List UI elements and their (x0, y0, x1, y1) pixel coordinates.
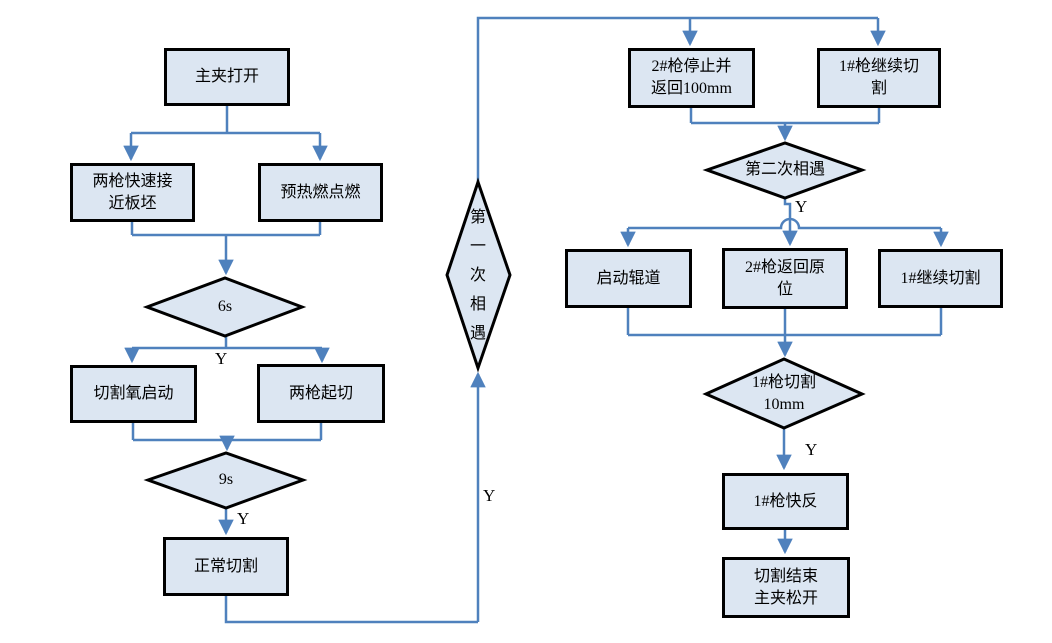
branch-label-yes-6s: Y (215, 349, 228, 368)
node-preheat-flame-ignite: 预热燃点燃 (258, 163, 383, 222)
node-label: 切割结束 主夹松开 (753, 567, 818, 607)
node-gun2-return-origin: 2#枪返回原 位 (722, 248, 848, 309)
node-gun1-continue: 1#继续切割 (878, 249, 1003, 308)
node-label: 1#枪快反 (753, 492, 818, 510)
connector (476, 16, 878, 182)
branch-label-yes-second-meeting: Y (795, 197, 808, 216)
node-guns-approach-slab: 两枪快速接 近板坯 (70, 163, 195, 222)
decision-second-meeting-shape (702, 141, 867, 200)
connector (224, 596, 478, 624)
node-label: 正常切割 (193, 557, 258, 575)
decision-9s-shape (143, 451, 308, 510)
node-label: 两枪快速接 近板坯 (92, 172, 173, 212)
node-normal-cutting: 正常切割 (163, 537, 289, 596)
flow-connectors (123, 16, 949, 624)
decision-first-meeting-shape (445, 177, 512, 373)
node-both-guns-start-cut: 两枪起切 (257, 364, 385, 423)
node-main-clamp-open: 主夹打开 (164, 48, 290, 106)
node-label: 1#枪继续切 割 (838, 58, 919, 97)
node-gun2-stop-return-100mm: 2#枪停止并 返回100mm (628, 48, 755, 108)
node-label: 2#枪返回原 位 (744, 258, 825, 298)
decision-6s-shape (142, 276, 307, 338)
node-label: 1#继续切割 (900, 269, 981, 287)
node-label: 2#枪停止并 返回100mm (651, 58, 732, 97)
node-label: 启动辊道 (596, 269, 661, 287)
node-label: 切割氧启动 (93, 385, 174, 403)
branch-label-yes-10mm: Y (805, 440, 818, 459)
node-cutting-end-clamp-release: 切割结束 主夹松开 (722, 557, 850, 618)
branch-label-yes-first-meeting: Y (483, 486, 496, 505)
node-label: 主夹打开 (194, 68, 259, 86)
decision-gun1-cut-10mm-shape (702, 357, 866, 430)
decision-shapes (142, 141, 867, 510)
node-label: 两枪起切 (288, 384, 353, 402)
node-cutting-oxygen-start: 切割氧启动 (70, 365, 197, 423)
node-gun1-fast-return: 1#枪快反 (722, 473, 849, 530)
node-label: 预热燃点燃 (280, 183, 361, 201)
node-start-roller-table: 启动辊道 (565, 249, 692, 308)
branch-label-yes-9s: Y (237, 509, 250, 528)
node-gun1-continue-cutting: 1#枪继续切 割 (817, 48, 941, 108)
connector (628, 217, 941, 230)
connector (783, 198, 792, 221)
